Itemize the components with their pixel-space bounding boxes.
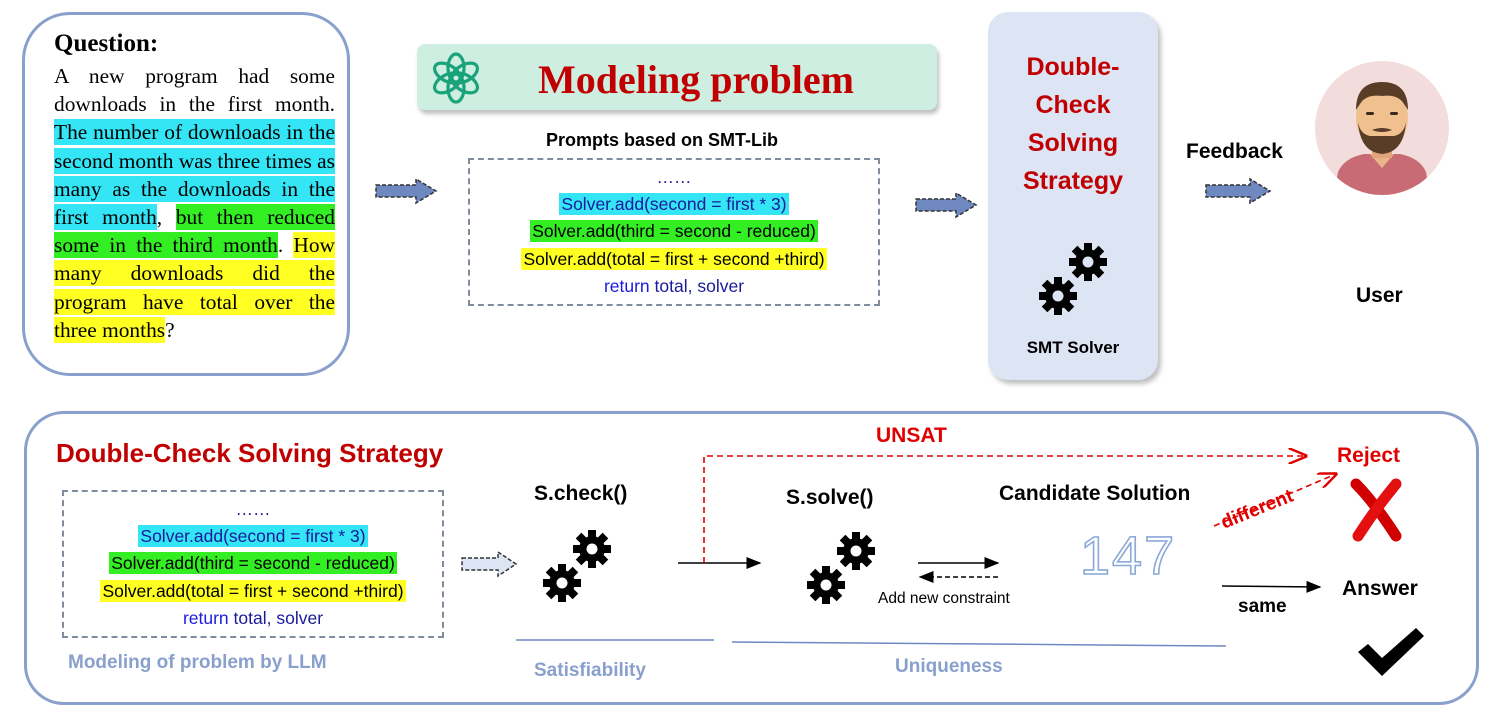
- modeling-banner: [417, 44, 937, 110]
- smt-solver-label: SMT Solver: [1026, 338, 1120, 357]
- question-panel: [22, 12, 350, 376]
- same-label: same: [1238, 596, 1287, 617]
- uniqueness-label: Uniqueness: [895, 656, 1003, 677]
- flow-arrow-icon: [461, 550, 518, 578]
- prompt-code-box: …… Solver.add(second = first * 3) Solver…: [468, 158, 880, 306]
- feedback-label: Feedback: [1186, 140, 1283, 163]
- ssolve-label: S.solve(): [786, 486, 874, 509]
- strategy-panel: [24, 411, 1479, 705]
- code-ellipsis: ……: [656, 167, 692, 187]
- solver-title: Double- Check Solving Strategy: [1000, 48, 1146, 200]
- flow-arrow-icon: [375, 177, 438, 205]
- strategy-title: Double-Check Solving Strategy: [56, 438, 444, 468]
- answer-check-icon: [1358, 628, 1424, 676]
- code-return-values: total, solver: [228, 608, 324, 628]
- gears-icon: [543, 530, 611, 602]
- flow-arrow-icon: [915, 191, 978, 219]
- question-segment: ,: [156, 205, 176, 230]
- solver-title-line: Double-: [1026, 53, 1120, 81]
- question-segment: .: [277, 233, 294, 258]
- code-return-keyword: return: [603, 276, 650, 296]
- unsat-label: UNSAT: [876, 424, 947, 447]
- unsat-arrow: [703, 456, 1306, 563]
- question-segment: ?: [165, 317, 175, 342]
- question-title: Question:: [54, 30, 159, 57]
- reject-label: Reject: [1337, 444, 1401, 467]
- different-arrow: [1213, 474, 1336, 527]
- strategy-code-box: …… Solver.add(second = first * 3) Solver…: [62, 490, 444, 638]
- modeling-title: Modeling problem: [538, 57, 854, 102]
- solver-title-line: Strategy: [1022, 167, 1124, 195]
- feedback-arrow-icon: [1205, 177, 1272, 205]
- user-avatar-icon: [1315, 61, 1449, 195]
- same-arrow: [1221, 580, 1322, 593]
- reject-cross-icon: [1350, 478, 1402, 542]
- uniqueness-underline: [731, 641, 1227, 647]
- code-return-keyword: return: [182, 608, 229, 628]
- question-text: A new program had some downloads in the …: [54, 62, 335, 344]
- solver-panel: [988, 12, 1158, 380]
- code-return-values: total, solver: [649, 276, 745, 296]
- answer-label: Answer: [1342, 577, 1418, 600]
- gears-icon: [807, 532, 875, 604]
- candidate-solution-value: 147: [1079, 525, 1177, 587]
- solver-title-line: Solving: [1027, 129, 1119, 157]
- solver-title-line: Check: [1035, 91, 1111, 119]
- add-constraint-label: Add new constraint: [878, 590, 1010, 607]
- code-line-3: Solver.add(total = first + second +third…: [100, 580, 406, 602]
- user-label: User: [1356, 284, 1403, 307]
- modeling-llm-label: Modeling of problem by LLM: [68, 652, 327, 673]
- code-line-2: Solver.add(third = second - reduced): [530, 220, 818, 242]
- scheck-label: S.check(): [534, 482, 628, 505]
- candidate-solution-title: Candidate Solution: [999, 482, 1191, 505]
- code-line-3: Solver.add(total = first + second +third…: [521, 248, 827, 270]
- question-segment: A new program had some downloads in the …: [54, 64, 335, 117]
- satisfiability-label: Satisfiability: [534, 660, 646, 681]
- code-ellipsis: ……: [235, 499, 271, 519]
- prompts-title: Prompts based on SMT-Lib: [545, 130, 778, 150]
- code-line-1: Solver.add(second = first * 3): [559, 193, 789, 215]
- openai-logo-icon: [432, 52, 480, 104]
- code-line-2: Solver.add(third = second - reduced): [109, 552, 397, 574]
- code-line-1: Solver.add(second = first * 3): [138, 525, 368, 547]
